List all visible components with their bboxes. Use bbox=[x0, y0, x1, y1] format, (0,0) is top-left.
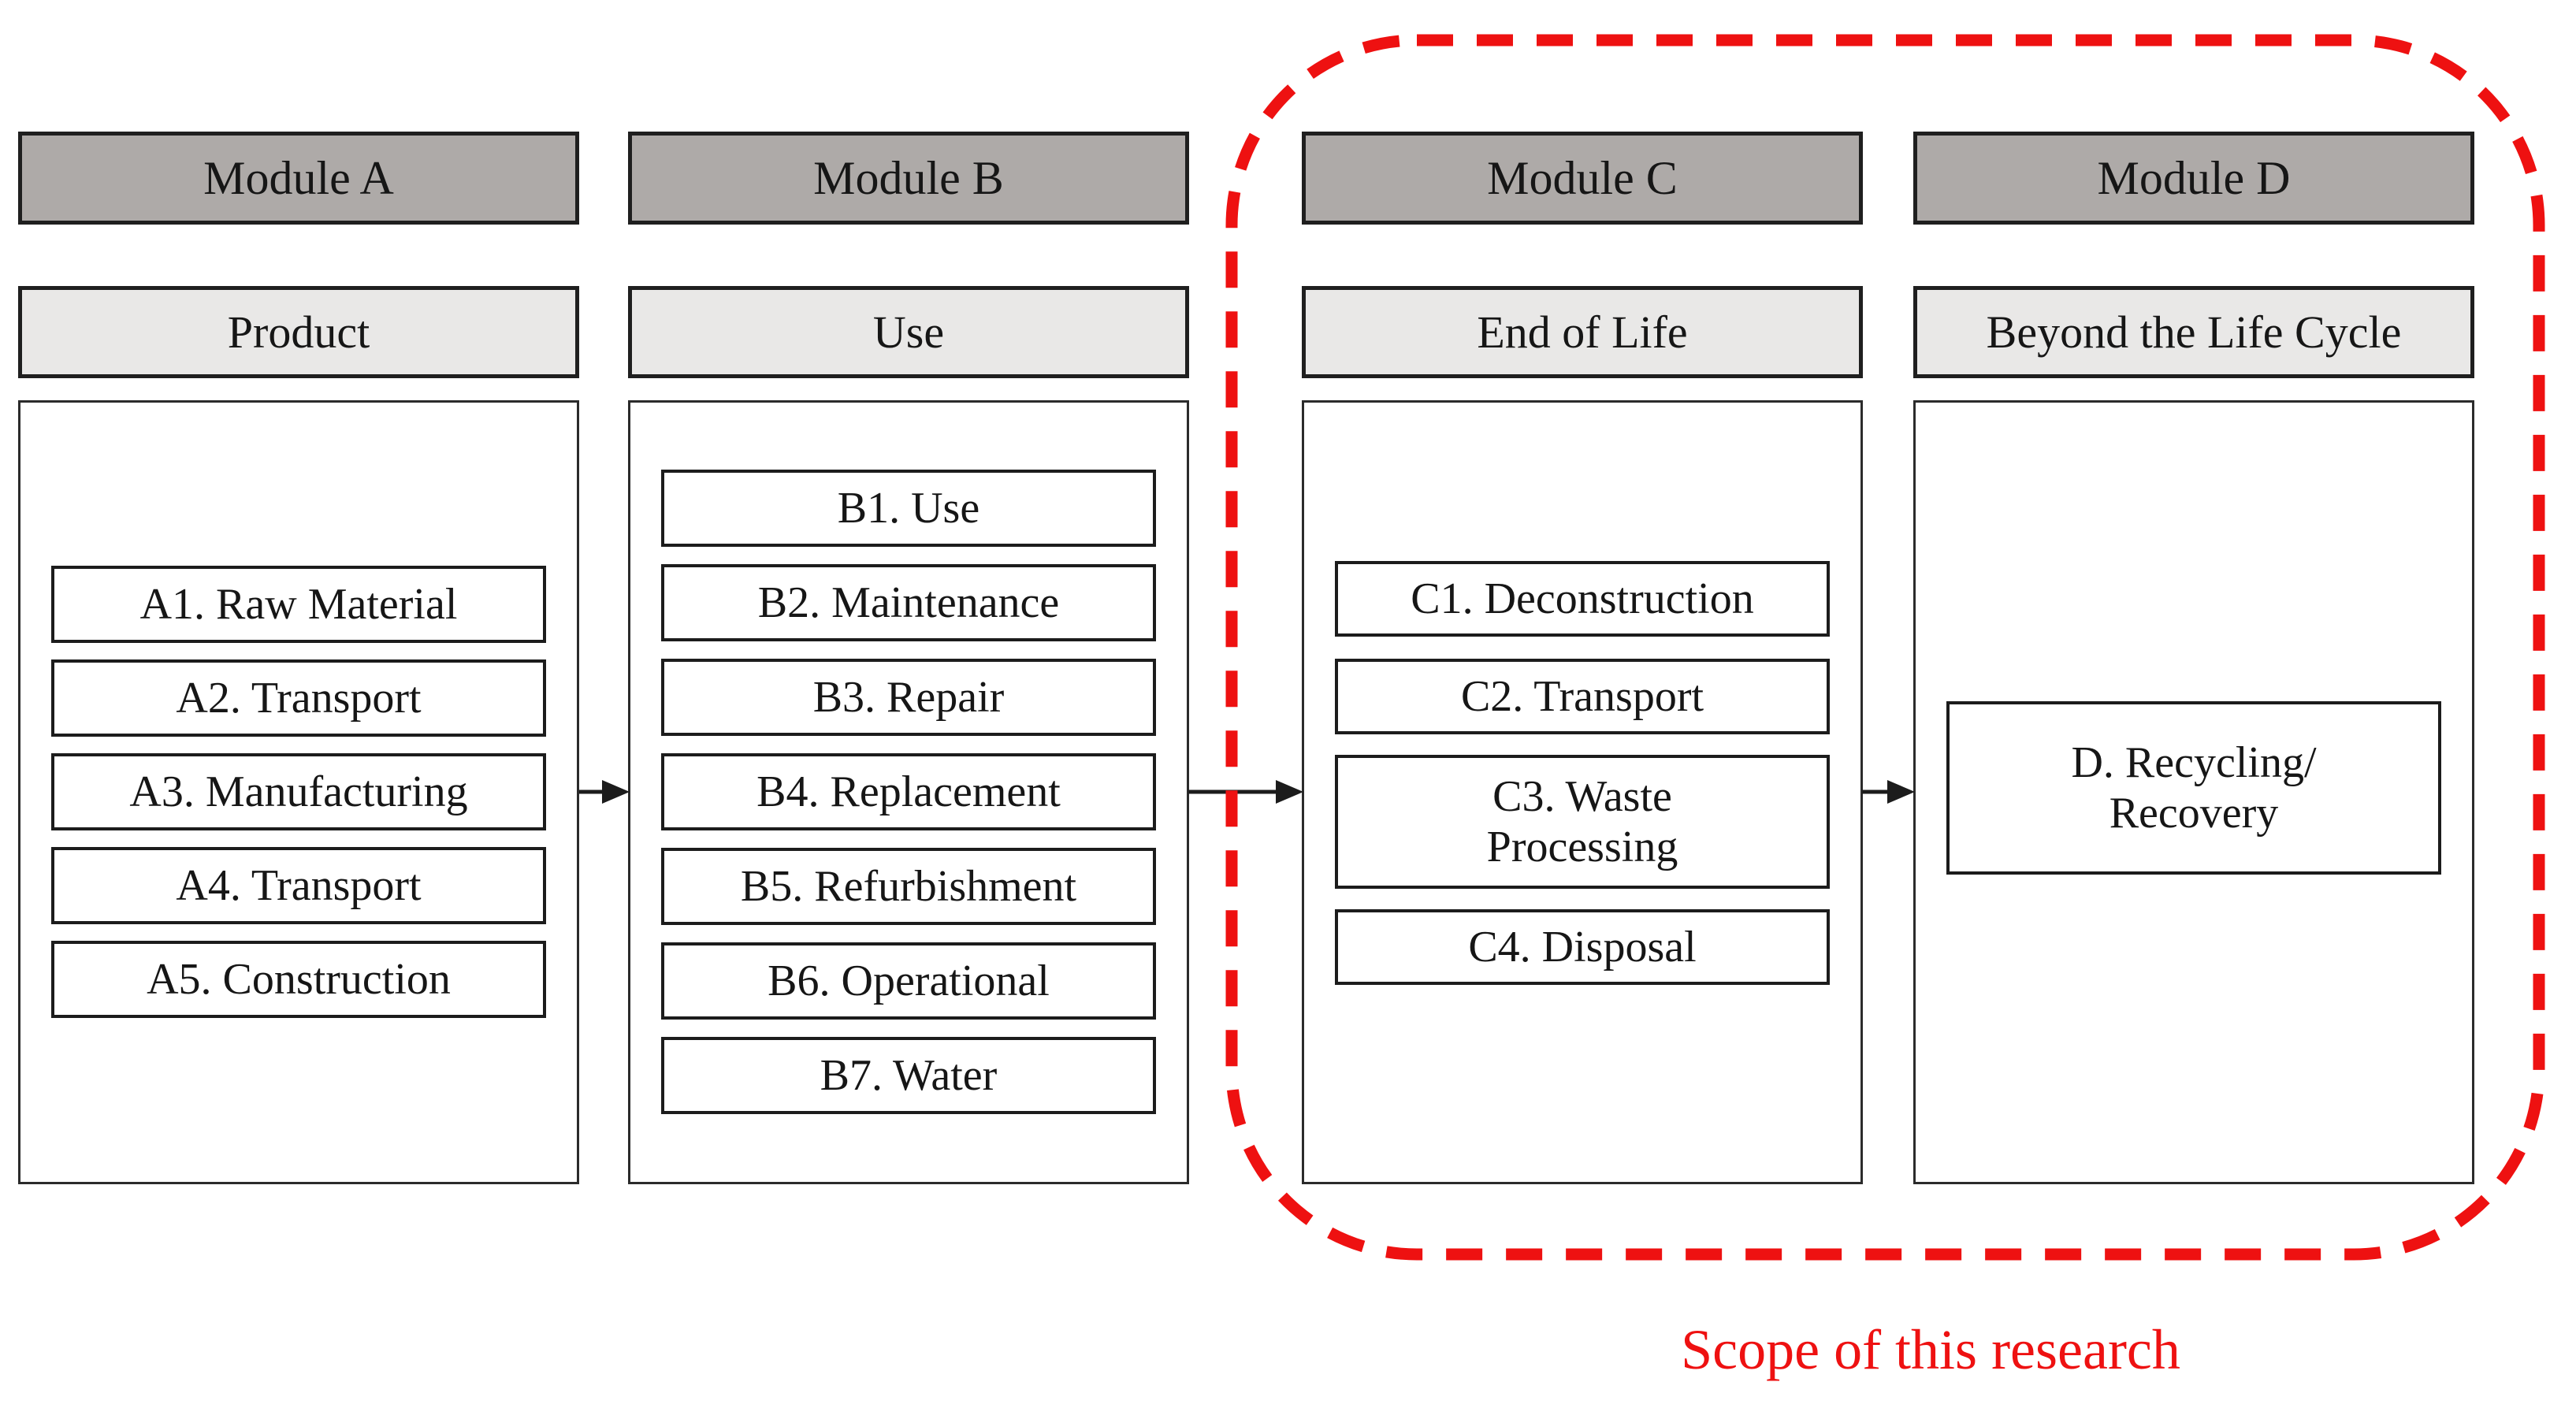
module-b-column: Module B Use B1. Use B2. Maintenance B3.… bbox=[628, 0, 1189, 1408]
stage-box-d: D. Recycling/ Recovery bbox=[1946, 701, 2441, 875]
module-d-subheader: Beyond the Life Cycle bbox=[1913, 286, 2474, 378]
stage-box-b1: B1. Use bbox=[661, 470, 1156, 547]
module-a-subheader: Product bbox=[18, 286, 579, 378]
module-d-header: Module D bbox=[1913, 132, 2474, 225]
stage-box-a1: A1. Raw Material bbox=[51, 566, 546, 643]
stage-box-a3: A3. Manufacturing bbox=[51, 753, 546, 830]
arrow-a-to-b bbox=[579, 780, 630, 804]
module-d-column: Module D Beyond the Life Cycle D. Recycl… bbox=[1913, 0, 2474, 1408]
stage-box-c1: C1. Deconstruction bbox=[1335, 561, 1830, 637]
module-c-header: Module C bbox=[1302, 132, 1863, 225]
stage-box-b5: B5. Refurbishment bbox=[661, 848, 1156, 925]
stage-box-b6: B6. Operational bbox=[661, 942, 1156, 1020]
stage-box-b3: B3. Repair bbox=[661, 659, 1156, 736]
scope-label: Scope of this research bbox=[1681, 1318, 2180, 1381]
stage-box-b4: B4. Replacement bbox=[661, 753, 1156, 830]
arrow-b-to-c bbox=[1188, 780, 1303, 804]
stage-box-a4: A4. Transport bbox=[51, 847, 546, 924]
module-c-column: Module C End of Life C1. Deconstruction … bbox=[1302, 0, 1863, 1408]
stage-box-a2: A2. Transport bbox=[51, 659, 546, 737]
stage-box-c2: C2. Transport bbox=[1335, 659, 1830, 734]
module-b-subheader: Use bbox=[628, 286, 1189, 378]
module-c-subheader: End of Life bbox=[1302, 286, 1863, 378]
stage-box-b2: B2. Maintenance bbox=[661, 564, 1156, 641]
module-b-header: Module B bbox=[628, 132, 1189, 225]
stage-box-c3: C3. Waste Processing bbox=[1335, 755, 1830, 889]
module-a-header: Module A bbox=[18, 132, 579, 225]
stage-box-a5: A5. Construction bbox=[51, 941, 546, 1018]
arrow-c-to-d bbox=[1862, 780, 1915, 804]
stage-box-c4: C4. Disposal bbox=[1335, 909, 1830, 985]
module-a-column: Module A Product A1. Raw Material A2. Tr… bbox=[18, 0, 579, 1408]
stage-box-b7: B7. Water bbox=[661, 1037, 1156, 1114]
